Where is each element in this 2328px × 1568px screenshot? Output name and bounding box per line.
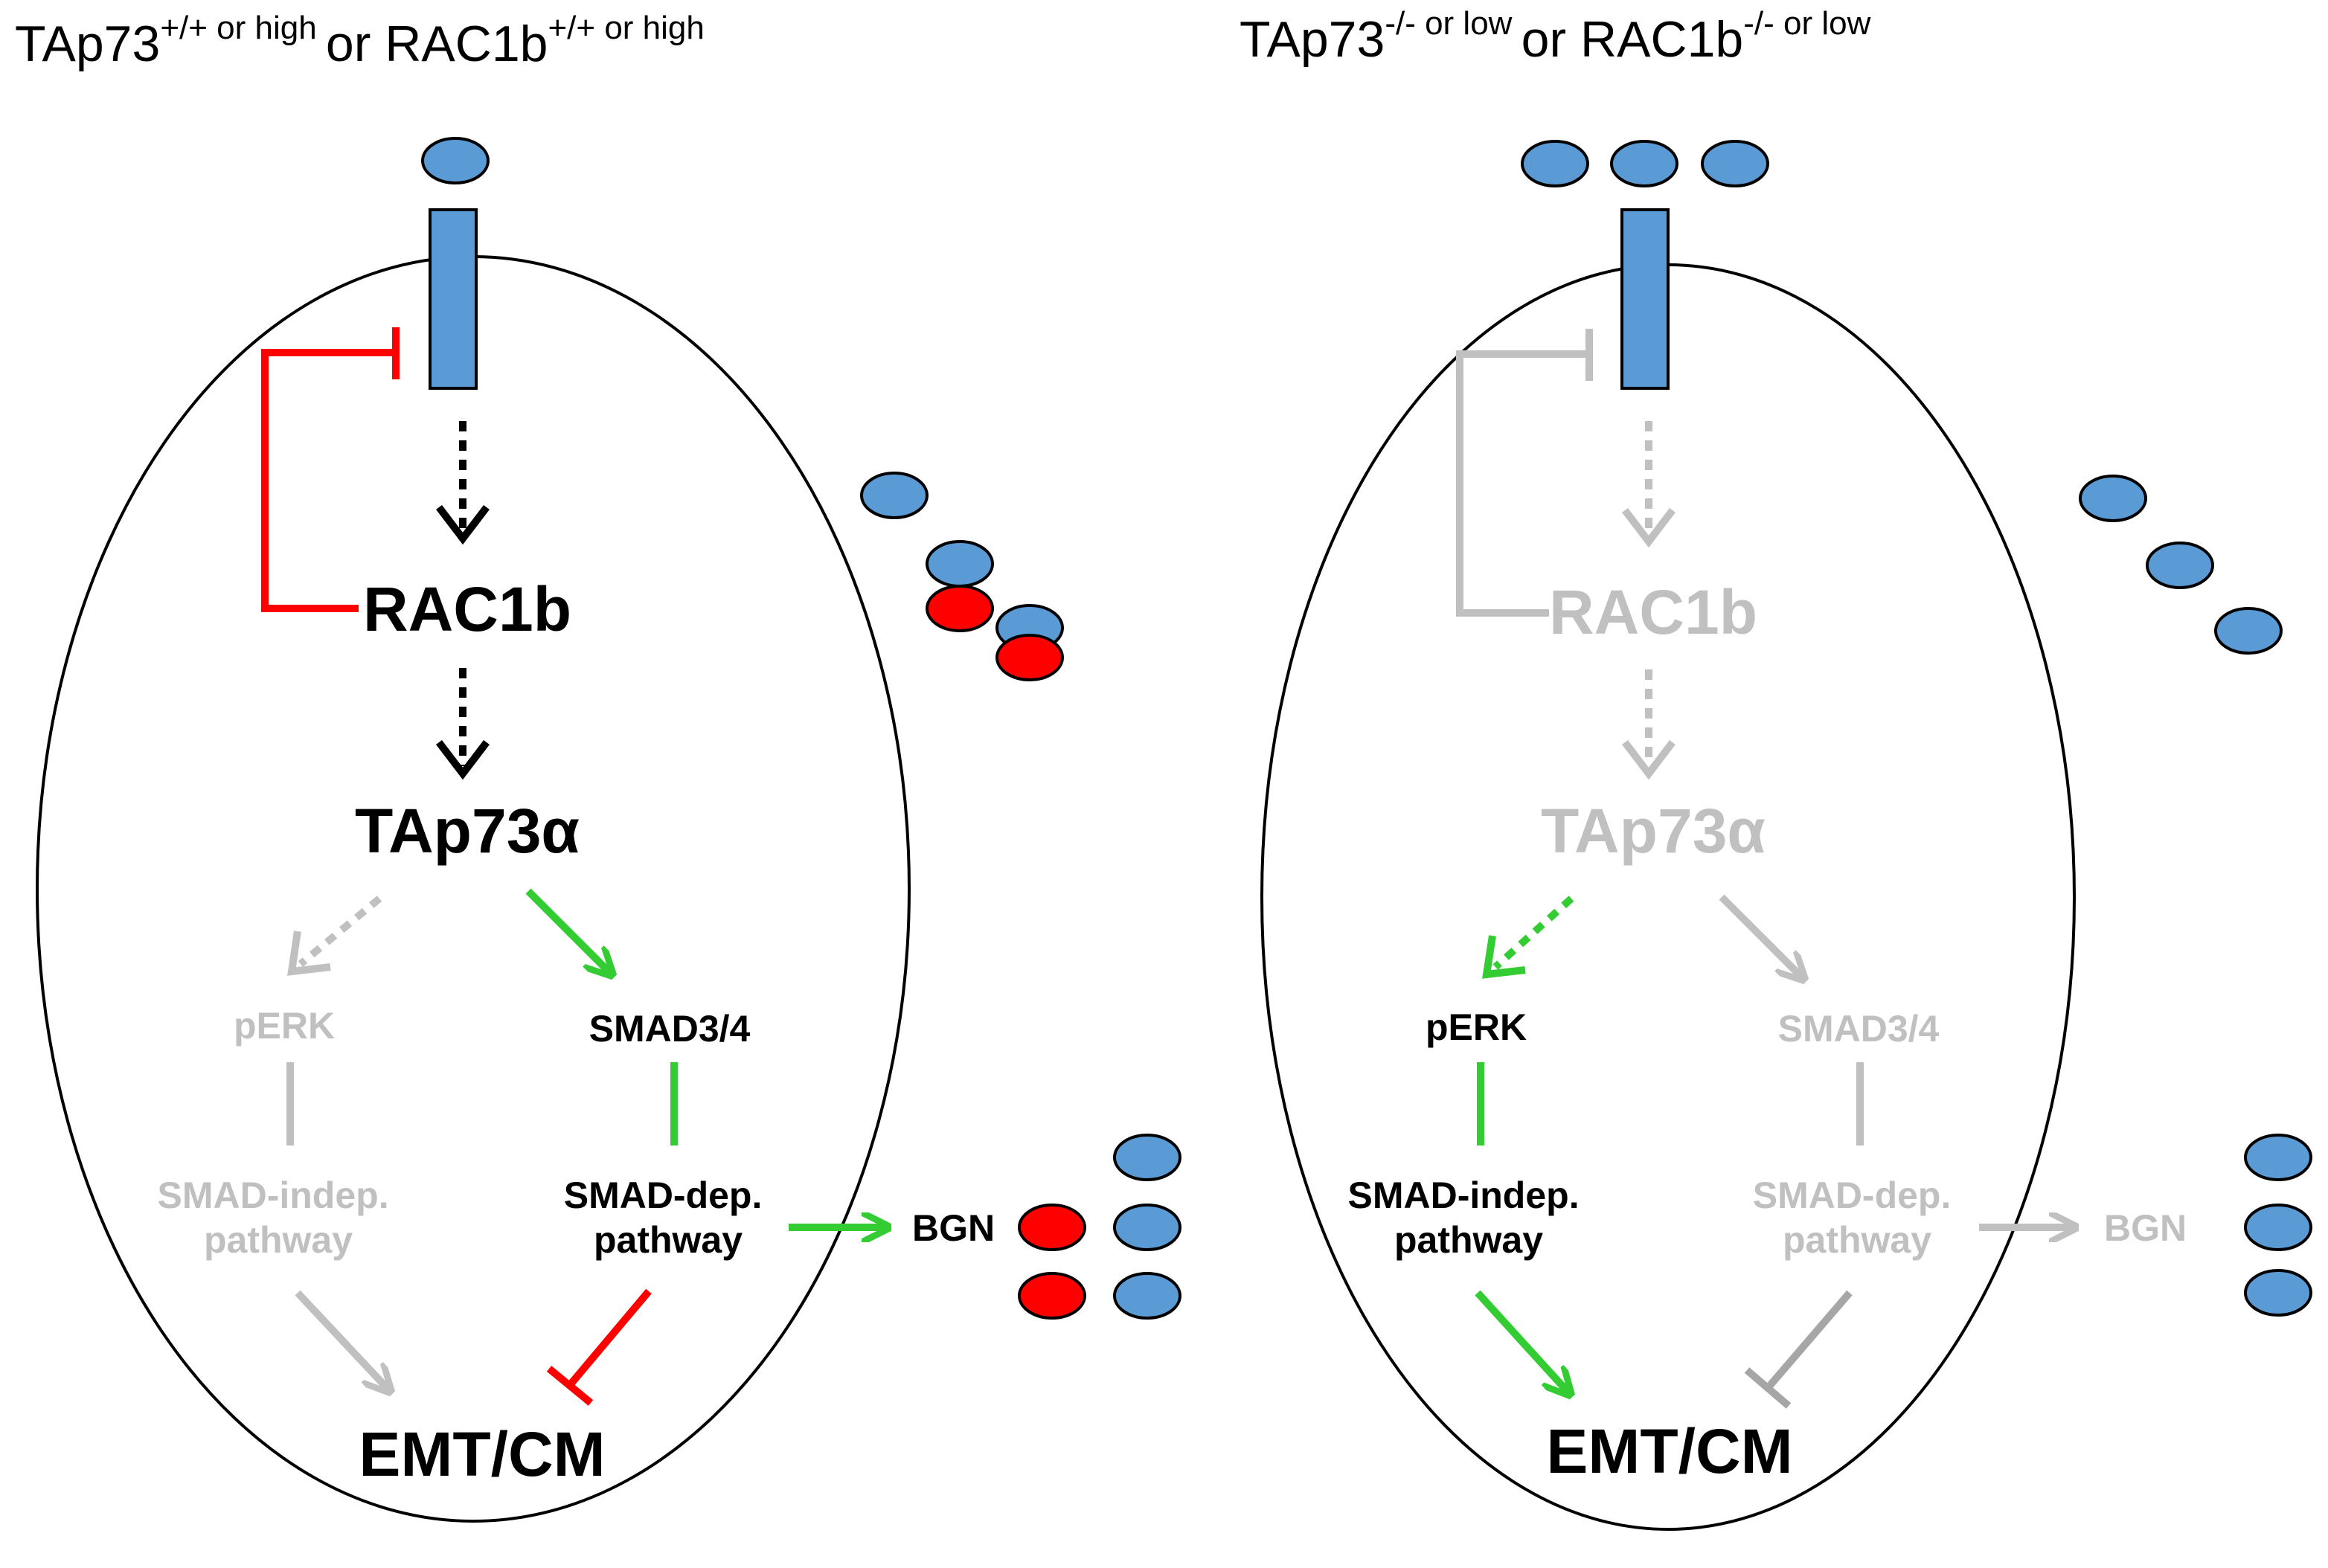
- tap73-to-perk-arrow: [1492, 896, 1574, 970]
- ligand-red: [1018, 1272, 1086, 1320]
- node-emt-cm: EMT/CM: [359, 1419, 605, 1489]
- ligand-blue: [860, 472, 929, 519]
- tap73-to-perk-arrow: [298, 896, 382, 967]
- smad-dep-inhibits-emt: [567, 1288, 652, 1388]
- arrowhead: [436, 739, 490, 780]
- node-smad-dep: SMAD-dep. pathway: [564, 1175, 773, 1261]
- cell-outline: [1260, 263, 2076, 1531]
- node-perk: pERK: [234, 1005, 335, 1047]
- ligand-blue: [1113, 1272, 1181, 1320]
- ligand-blue: [421, 137, 490, 184]
- cell-outline: [36, 255, 911, 1523]
- tap73-to-smad34-arrow: [1719, 894, 1802, 977]
- ligand-red: [1018, 1204, 1086, 1251]
- ligand-blue: [1610, 140, 1678, 187]
- node-bgn: BGN: [912, 1207, 995, 1249]
- inhibit-bar: [1744, 1367, 1792, 1409]
- receptor: [429, 208, 478, 390]
- right-header: TAp73-/- or low or RAC1b-/- or low: [1240, 5, 1871, 68]
- node-rac1b: RAC1b: [363, 574, 571, 644]
- ligand-blue: [2244, 1269, 2312, 1317]
- node-tap73a: TAp73α: [1541, 796, 1766, 866]
- arrowhead: [1482, 935, 1526, 979]
- ligand-blue: [2146, 542, 2214, 589]
- inhibit-bar: [546, 1366, 594, 1406]
- arrowhead: [287, 931, 331, 976]
- node-emt-cm: EMT/CM: [1546, 1416, 1792, 1486]
- node-bgn: BGN: [2104, 1207, 2187, 1249]
- arrowhead: [436, 504, 490, 545]
- arrowhead: [1622, 507, 1676, 548]
- right-panel: TAp73-/- or low or RAC1b-/- or low RAC1b…: [1240, 5, 2312, 1531]
- node-tap73a: TAp73α: [355, 796, 580, 866]
- ligand-red: [926, 585, 994, 632]
- ligand-blue: [2244, 1134, 2312, 1181]
- node-smad34: SMAD3/4: [589, 1008, 751, 1050]
- rac1b-inhibits-receptor: [261, 349, 396, 612]
- node-smad-dep: SMAD-dep. pathway: [1753, 1175, 1962, 1261]
- smad-indep-to-emt-arrow: [1475, 1290, 1568, 1392]
- arrowhead: [1622, 739, 1676, 780]
- left-header: TAp73+/+ or high or RAC1b+/+ or high: [15, 10, 705, 72]
- ligand-red: [995, 634, 1064, 681]
- node-smad34: SMAD3/4: [1778, 1008, 1940, 1050]
- ligand-blue: [1521, 140, 1589, 187]
- ligand-blue: [2079, 475, 2147, 522]
- smad-dep-inhibits-emt: [1765, 1290, 1853, 1391]
- ligand-blue: [1701, 140, 1769, 187]
- ligand-blue: [2214, 607, 2283, 655]
- ligand-blue: [1113, 1134, 1181, 1181]
- ligand-blue: [926, 540, 994, 588]
- rac1b-inhibits-receptor: [1456, 350, 1589, 617]
- ligand-blue: [1113, 1204, 1181, 1251]
- ligand-blue: [2244, 1204, 2312, 1251]
- smad-indep-to-emt-arrow: [295, 1290, 388, 1389]
- node-smad-indep: SMAD-indep. pathway: [158, 1175, 400, 1261]
- node-smad-indep: SMAD-indep. pathway: [1348, 1175, 1590, 1261]
- receptor: [1620, 208, 1670, 390]
- tap73-to-smad34-arrow: [525, 888, 610, 973]
- node-perk: pERK: [1426, 1006, 1527, 1048]
- node-rac1b: RAC1b: [1549, 577, 1757, 647]
- left-panel: TAp73+/+ or high or RAC1b+/+ or high RAC…: [15, 10, 1181, 1523]
